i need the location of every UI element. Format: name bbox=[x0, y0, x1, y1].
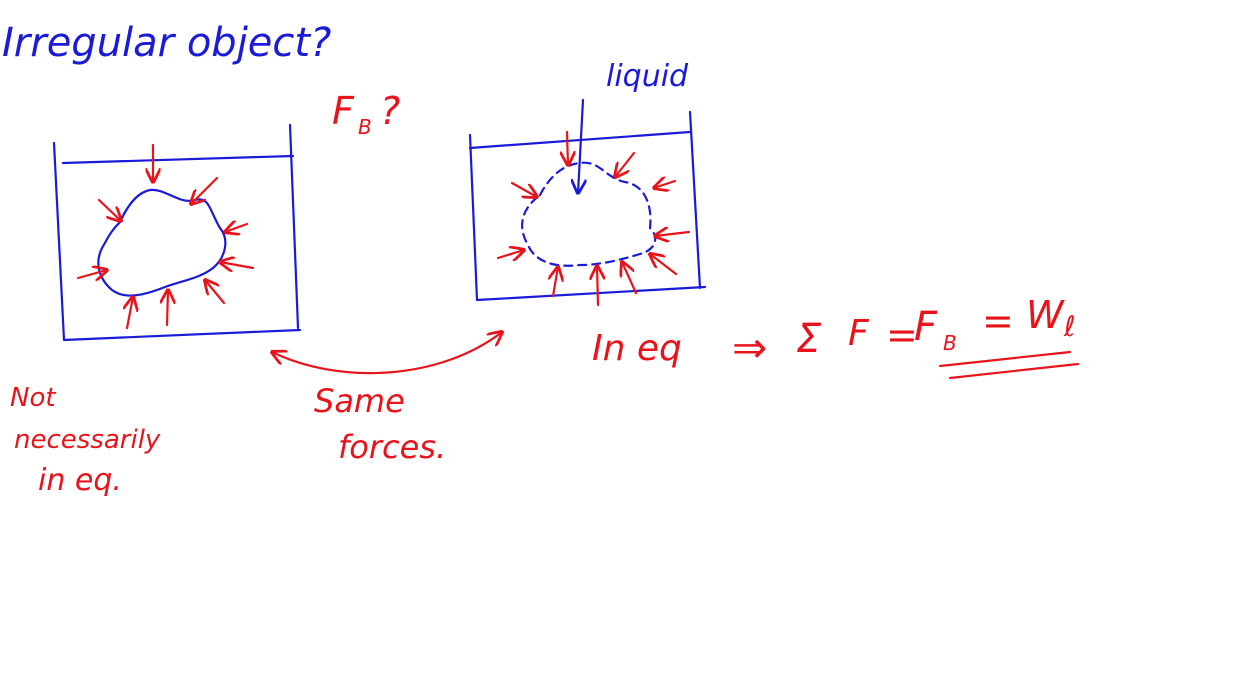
pressure-arrow bbox=[167, 290, 168, 327]
pressure-arrow bbox=[615, 151, 636, 177]
liquid-pointer-arrow bbox=[578, 98, 583, 193]
pressure-arrow bbox=[553, 267, 558, 298]
pressure-arrow bbox=[76, 270, 107, 278]
right-container-outline bbox=[468, 110, 707, 302]
left-note-line: in eq. bbox=[38, 463, 122, 498]
left-note-line: necessarily bbox=[14, 425, 161, 455]
pressure-arrow bbox=[510, 181, 537, 197]
equation-fb: F bbox=[914, 304, 938, 350]
pressure-arrow bbox=[220, 262, 255, 268]
left-container bbox=[52, 123, 302, 342]
equation-underline bbox=[938, 350, 1080, 380]
equation-equals-1: = bbox=[886, 313, 918, 357]
pressure-arrow bbox=[622, 262, 638, 295]
equation-implies: ⇒ bbox=[732, 323, 767, 372]
pressure-arrow bbox=[97, 198, 121, 221]
question-title: Irregular object? bbox=[2, 20, 331, 66]
fb-symbol: F bbox=[332, 89, 355, 133]
liquid-label: liquid bbox=[606, 59, 689, 94]
same-forces-note: Same forces. bbox=[314, 382, 446, 466]
same-forces-double-arrow bbox=[272, 332, 502, 375]
pressure-arrow bbox=[655, 232, 691, 236]
pressure-arrow bbox=[127, 297, 133, 330]
same-forces-line: Same bbox=[314, 382, 405, 420]
left-water-surface bbox=[61, 154, 295, 165]
pressure-arrow bbox=[650, 254, 678, 276]
equation-weight: W bbox=[1026, 293, 1065, 337]
equation-fb-subscript: B bbox=[943, 331, 957, 355]
pressure-arrow bbox=[191, 176, 219, 204]
pressure-arrow bbox=[567, 130, 568, 165]
left-note: Not necessarily in eq. bbox=[10, 383, 161, 498]
pressure-arrow bbox=[496, 250, 524, 258]
equation-prefix: In eq bbox=[592, 328, 682, 369]
irregular-object bbox=[97, 188, 227, 297]
equation-weight-subscript: ℓ bbox=[1063, 310, 1076, 343]
pressure-arrow bbox=[654, 181, 677, 188]
pressure-arrow bbox=[225, 224, 249, 232]
equation-sum: Σ bbox=[796, 316, 822, 362]
right-container: liquid bbox=[468, 59, 707, 307]
equilibrium-equation: In eq ⇒ Σ F = F B = W ℓ bbox=[592, 293, 1080, 380]
equation-equals-2: = bbox=[982, 299, 1014, 343]
equation-force: F bbox=[848, 313, 870, 354]
left-container-outline bbox=[52, 123, 302, 342]
fb-subscript: B bbox=[358, 115, 372, 139]
liquid-blob-dashed bbox=[521, 161, 657, 267]
left-pressure-arrows bbox=[76, 143, 255, 330]
right-pressure-arrows bbox=[496, 130, 691, 307]
left-note-line: Not bbox=[10, 383, 56, 413]
fb-question-mark: ? bbox=[380, 89, 400, 133]
same-forces-line: forces. bbox=[338, 428, 446, 466]
buoyant-force-question: F B ? bbox=[332, 89, 400, 139]
pressure-arrow bbox=[205, 280, 226, 305]
pressure-arrow bbox=[597, 266, 598, 307]
